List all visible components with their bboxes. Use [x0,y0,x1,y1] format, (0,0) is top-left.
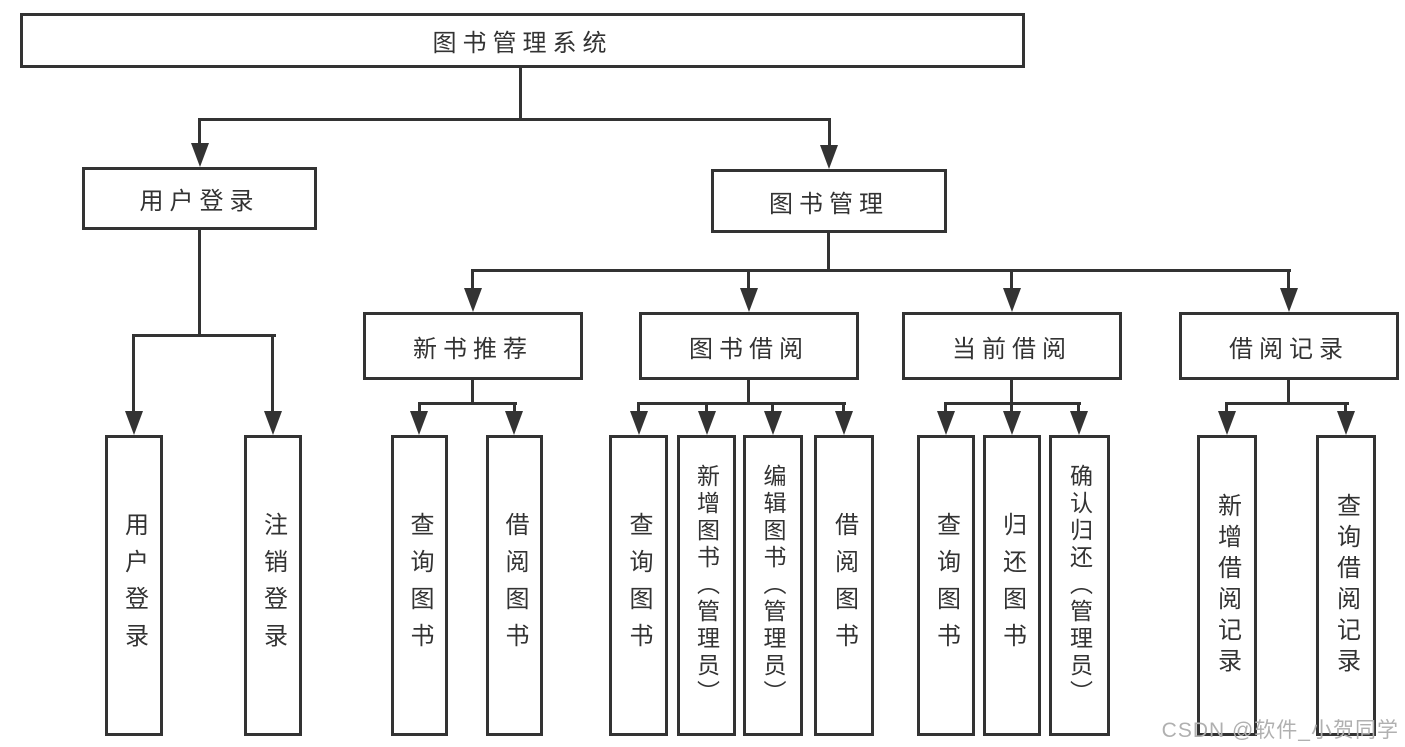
leaf-return-books-label: 归还图书 [998,511,1026,660]
connector-vline [1225,402,1228,413]
arrow-down-icon [191,143,209,167]
node-user-login: 用户登录 [82,167,317,230]
connector-vline [471,378,474,405]
arrow-down-icon [740,288,758,312]
leaf-add-borrow-record: 新增借阅记录 [1197,435,1257,736]
arrow-down-icon [410,411,428,435]
connector-vline [271,334,274,413]
connector-hline [471,269,1291,272]
leaf-query-books-recommend-label: 查询图书 [406,511,433,660]
arrow-down-icon [125,411,143,435]
connector-vline [827,231,830,272]
connector-vline [1287,378,1290,405]
connector-vline [519,66,522,120]
leaf-borrow-books-recommend: 借阅图书 [486,435,543,736]
connector-vline [513,402,516,413]
node-book-management-label: 图书管理 [769,190,889,218]
node-book-borrow-label: 图书借阅 [689,335,809,363]
node-new-book-recommend: 新书推荐 [363,312,583,380]
connector-hline [637,402,846,405]
leaf-add-book-admin: 新增图书（管理员） [677,435,736,736]
node-borrow-records-label: 借阅记录 [1229,335,1349,363]
leaf-user-login: 用户登录 [105,435,163,736]
node-borrow-records: 借阅记录 [1179,312,1399,380]
connector-vline [1344,402,1347,413]
arrow-down-icon [1070,411,1088,435]
connector-vline [1010,402,1013,413]
leaf-query-borrow-record-label: 查询借阅记录 [1332,492,1360,679]
connector-vline [1010,378,1013,405]
leaf-query-books-borrow-label: 查询图书 [625,511,652,660]
leaf-edit-book-admin: 编辑图书（管理员） [743,435,803,736]
connector-vline [418,402,421,413]
node-current-borrow-label: 当前借阅 [952,335,1072,363]
arrow-down-icon [464,288,482,312]
connector-vline [1077,402,1080,413]
leaf-user-login-label: 用户登录 [120,511,148,660]
leaf-return-books: 归还图书 [983,435,1041,736]
connector-vline [132,334,135,413]
arrow-down-icon [820,145,838,169]
arrow-down-icon [1218,411,1236,435]
arrow-down-icon [835,411,853,435]
connector-vline [747,378,750,405]
leaf-logout-label: 注销登录 [259,511,287,660]
arrow-down-icon [937,411,955,435]
connector-vline [1010,269,1013,290]
node-book-management: 图书管理 [711,169,947,233]
leaf-confirm-return-admin: 确认归还（管理员） [1049,435,1110,736]
arrow-down-icon [764,411,782,435]
leaf-borrow-books: 借阅图书 [814,435,874,736]
leaf-query-books-current: 查询图书 [917,435,975,736]
arrow-down-icon [630,411,648,435]
connector-vline [471,269,474,290]
connector-vline [747,269,750,290]
leaf-logout: 注销登录 [244,435,302,736]
leaf-edit-book-admin-label: 编辑图书（管理员） [760,464,786,707]
connector-hline [418,402,517,405]
arrow-down-icon [1003,411,1021,435]
leaf-confirm-return-admin-label: 确认归还（管理员） [1066,464,1093,707]
connector-vline [828,118,831,147]
leaf-query-books-recommend: 查询图书 [391,435,448,736]
leaf-query-books-current-label: 查询图书 [932,511,960,660]
arrow-down-icon [1003,288,1021,312]
arrow-down-icon [698,411,716,435]
node-user-login-label: 用户登录 [139,188,260,215]
connector-vline [705,402,708,413]
arrow-down-icon [505,411,523,435]
connector-hline [132,334,276,337]
connector-vline [771,402,774,413]
connector-vline [1287,269,1290,290]
watermark: CSDN @软件_小贺同学 [1161,719,1399,742]
arrow-down-icon [1337,411,1355,435]
node-current-borrow: 当前借阅 [902,312,1122,380]
leaf-borrow-books-recommend-label: 借阅图书 [501,511,528,660]
connector-hline [198,118,831,121]
connector-vline [637,402,640,413]
node-new-book-recommend-label: 新书推荐 [413,335,533,363]
leaf-add-borrow-record-label: 新增借阅记录 [1213,492,1241,679]
node-book-borrow: 图书借阅 [639,312,859,380]
connector-vline [198,118,201,145]
connector-vline [944,402,947,413]
node-library-management-system: 图书管理系统 [20,13,1025,68]
connector-vline [198,228,201,337]
arrow-down-icon [1280,288,1298,312]
arrow-down-icon [264,411,282,435]
leaf-add-book-admin-label: 新增图书（管理员） [693,464,720,707]
leaf-borrow-books-label: 借阅图书 [830,511,858,660]
node-library-management-system-label: 图书管理系统 [432,30,613,57]
leaf-query-books-borrow: 查询图书 [609,435,668,736]
leaf-query-borrow-record: 查询借阅记录 [1316,435,1376,736]
connector-hline [1225,402,1349,405]
connector-vline [842,402,845,413]
